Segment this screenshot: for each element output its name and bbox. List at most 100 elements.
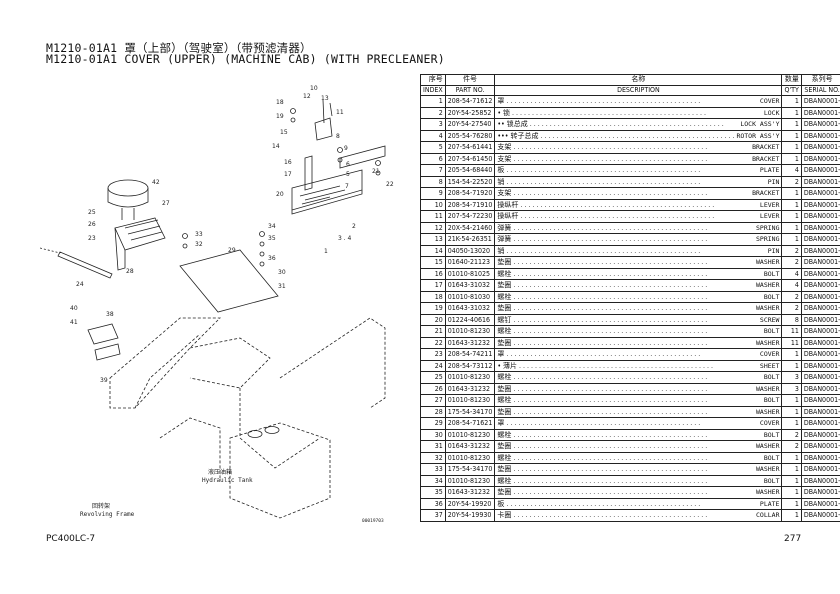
description-chinese: 垫圈	[497, 384, 754, 394]
description-chinese: 支架	[497, 154, 750, 164]
cell-part-number: 208-54-71621	[444, 417, 496, 430]
description-english: WASHER	[756, 407, 780, 416]
description-chinese: 螺栓	[497, 453, 762, 463]
cell-description: •• 锁总成LOCK ASS'Y	[494, 118, 783, 131]
cell-quantity: 8	[781, 313, 802, 326]
cell-description: 螺栓BOLT	[494, 451, 783, 464]
cell-quantity: 1	[781, 187, 802, 200]
callout-label: 18	[276, 99, 284, 106]
cell-part-number: 208-54-74211	[444, 348, 496, 361]
cell-quantity: 1	[781, 233, 802, 246]
description-chinese: 垫圈	[497, 303, 754, 313]
description-english: COVER	[759, 419, 780, 427]
description-english: BOLT	[763, 269, 780, 278]
description-english: BRACKET	[752, 143, 780, 151]
description-english: COLLAR	[756, 511, 780, 519]
cell-serial-number: DBAN0001-	[800, 509, 840, 522]
page-number: 277	[784, 534, 802, 544]
cell-quantity: 1	[781, 118, 802, 131]
cell-serial-number: DBAN0001-	[800, 359, 840, 372]
cell-part-number: 175-54-34170	[444, 463, 496, 476]
cell-description: 支架BRACKET	[494, 141, 783, 154]
header-qty-zh: 数量	[781, 74, 802, 86]
cell-serial-number: DBAN0001-	[800, 313, 840, 326]
cell-part-number: 01010-81030	[444, 290, 496, 303]
cell-quantity: 1	[781, 394, 802, 407]
precleaner-cover	[114, 217, 166, 251]
cell-quantity: 3	[781, 382, 802, 395]
cell-description: 销PIN	[494, 244, 783, 257]
callout-label: 10	[310, 85, 318, 92]
description-chinese: 垫圈	[497, 338, 754, 348]
cell-index: 12	[420, 221, 446, 234]
cell-serial-number: DBAN0001-	[800, 371, 840, 384]
cell-part-number: 01640-21123	[444, 256, 496, 269]
cell-serial-number: DBAN0001-	[800, 141, 840, 154]
description-english: COVER	[759, 97, 780, 105]
description-english: BOLT	[763, 430, 780, 439]
cell-description: 螺栓BOLT	[494, 371, 783, 384]
description-english: WASHER	[756, 281, 780, 289]
cell-serial-number: DBAN0001-	[800, 497, 840, 510]
description-chinese: 罩	[497, 96, 758, 106]
callout-label: 2	[352, 223, 356, 230]
cell-serial-number: DBAN0001-	[800, 428, 840, 441]
cell-part-number: 20Y-54-27540	[444, 118, 496, 131]
callout-label: 30	[278, 269, 286, 276]
cell-index: 9	[420, 187, 446, 200]
cell-part-number: 01010-81230	[444, 474, 496, 487]
cell-description: 板PLATE	[494, 164, 783, 177]
cell-quantity: 4	[781, 279, 802, 292]
description-chinese: 操纵杆	[497, 200, 758, 210]
callout-label: 17	[284, 171, 292, 178]
cell-serial-number: DBAN0001-	[800, 302, 840, 315]
callout-label: 23	[88, 235, 96, 242]
cell-index: 27	[420, 394, 446, 407]
description-chinese: 支架	[497, 142, 750, 152]
description-chinese: 垫圈	[497, 280, 754, 290]
description-chinese: 螺栓	[497, 430, 762, 440]
cell-description: 弹簧SPRING	[494, 221, 783, 234]
description-chinese: 板	[497, 165, 758, 175]
callout-label: 42	[152, 179, 160, 186]
callout-label: 33	[195, 231, 203, 238]
callout-label: 27	[162, 200, 170, 207]
callout-label: 41	[70, 319, 78, 326]
description-english: COVER	[759, 350, 780, 358]
callout-label: 32	[195, 241, 203, 248]
cell-serial-number: DBAN0001-	[800, 210, 840, 223]
table-header-row-zh: 序号 件号 名称 数量 系列号	[420, 74, 840, 86]
cell-index: 3	[420, 118, 446, 131]
cell-part-number: 20Y-54-19930	[444, 509, 496, 522]
cell-serial-number: DBAN0001-	[800, 440, 840, 453]
description-english: LEVER	[759, 200, 780, 209]
callout-label: 40	[70, 305, 78, 312]
cell-index: 15	[420, 256, 446, 269]
cell-quantity: 2	[781, 440, 802, 453]
cell-serial-number: DBAN0001-	[800, 233, 840, 246]
header-serial-zh: 系列号	[800, 74, 840, 86]
parts-table-body: 1208-54-71612罩COVER1DBAN0001-220Y-54-258…	[420, 95, 840, 522]
callout-label: 8	[336, 133, 340, 140]
callout-label: 24	[76, 281, 84, 288]
callout-label: 31	[278, 283, 286, 290]
cell-description: 垫圈WASHER	[494, 463, 783, 476]
cell-serial-number: DBAN0001-	[800, 382, 840, 395]
cell-quantity: 1	[781, 451, 802, 464]
description-chinese: 螺栓	[497, 326, 762, 336]
cell-index: 28	[420, 405, 446, 418]
table-header-row-en: INDEX PART NO. DESCRIPTION Q'TY SERIAL N…	[420, 84, 840, 96]
description-english: BOLT	[763, 292, 780, 301]
